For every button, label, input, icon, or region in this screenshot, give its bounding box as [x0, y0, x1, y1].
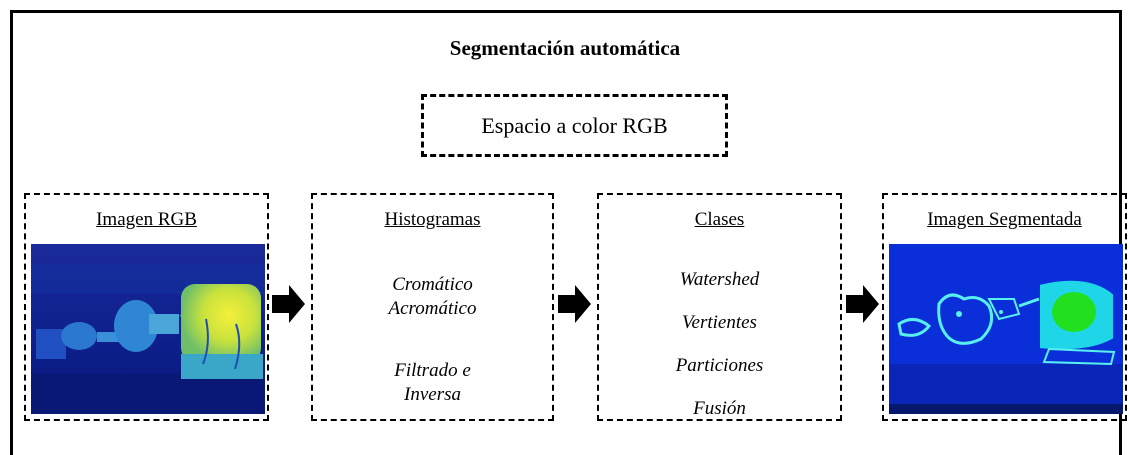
- step-rgb-image: Imagen RGB: [24, 193, 269, 421]
- histogram-item: Cromático: [392, 274, 473, 295]
- histogram-item: Acromático: [388, 298, 477, 319]
- rgb-thermal-image: [31, 244, 265, 414]
- step-rgb-image-title: Imagen RGB: [96, 209, 197, 230]
- diagram-frame: [10, 10, 1122, 455]
- step-classes: Clases Watershed Vertientes Particiones …: [597, 193, 842, 421]
- class-method-item: Particiones: [675, 355, 764, 376]
- arrow-right-icon: [846, 285, 879, 323]
- class-method-item: Fusión: [693, 398, 746, 419]
- histogram-item: Inversa: [404, 384, 461, 405]
- step-histograms: Histogramas Cromático Acromático Filtrad…: [311, 193, 554, 421]
- histogram-processing: Filtrado e Inversa: [313, 359, 552, 407]
- step-segmented-image: Imagen Segmentada: [882, 193, 1127, 421]
- color-space-label: Espacio a color RGB: [481, 112, 668, 138]
- step-classes-title: Clases: [694, 209, 745, 230]
- diagram-title: Segmentación automática: [449, 36, 681, 60]
- color-space-box: Espacio a color RGB: [421, 94, 728, 157]
- step-histograms-title: Histogramas: [384, 209, 481, 230]
- class-method-item: Vertientes: [682, 312, 757, 333]
- class-methods: Watershed Vertientes Particiones Fusión: [599, 258, 840, 430]
- arrow-right-icon: [558, 285, 591, 323]
- step-segmented-image-title: Imagen Segmentada: [927, 209, 1082, 230]
- arrow-right-icon: [272, 285, 305, 323]
- histogram-types: Cromático Acromático: [313, 273, 552, 321]
- class-method-item: Watershed: [679, 269, 760, 290]
- segmented-image: [889, 244, 1123, 414]
- histogram-item: Filtrado e: [394, 360, 471, 381]
